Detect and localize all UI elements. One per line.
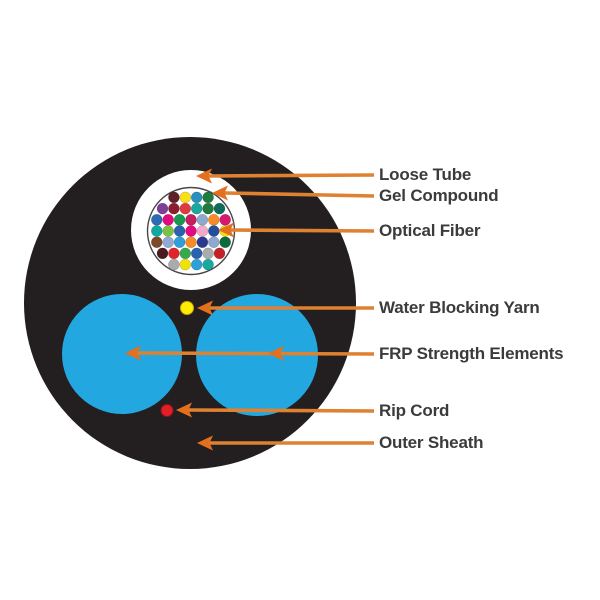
optical-fiber-dot bbox=[179, 202, 192, 215]
optical-fiber-dot bbox=[151, 214, 163, 226]
label-optical-fiber: Optical Fiber bbox=[379, 220, 481, 240]
arrowhead-icon bbox=[196, 168, 212, 184]
optical-fiber-dot bbox=[162, 225, 174, 237]
callout-line-optical-fiber bbox=[230, 228, 375, 233]
optical-fiber-dot bbox=[196, 225, 209, 237]
optical-fiber-dot bbox=[179, 247, 192, 260]
optical-fiber-dot bbox=[213, 247, 226, 260]
optical-fiber-dot bbox=[202, 247, 214, 260]
optical-fiber-dot bbox=[162, 214, 174, 226]
label-frp-strength-elements: FRP Strength Elements bbox=[379, 343, 564, 363]
optical-fiber-dot bbox=[196, 214, 209, 226]
optical-fiber-dot bbox=[185, 225, 197, 237]
arrowhead-icon bbox=[212, 185, 228, 201]
label-rip-cord: Rip Cord bbox=[379, 400, 450, 420]
optical-fiber-dot bbox=[156, 202, 169, 215]
optical-fiber-dot bbox=[179, 258, 192, 271]
optical-fiber-dot bbox=[173, 214, 186, 226]
optical-fiber-dot bbox=[208, 225, 220, 237]
callout-line-loose-tube bbox=[208, 173, 375, 178]
optical-fiber-dot bbox=[168, 258, 180, 271]
optical-fiber-dot bbox=[162, 236, 174, 248]
optical-fiber-dot bbox=[190, 191, 203, 204]
arrowhead-icon bbox=[268, 345, 284, 361]
rip-cord-dot bbox=[160, 404, 174, 417]
optical-fiber-dot bbox=[185, 214, 197, 226]
optical-fiber-dot bbox=[196, 236, 209, 248]
optical-fiber-dot bbox=[208, 236, 220, 248]
arrowhead-icon bbox=[176, 402, 192, 418]
label-gel-compound: Gel Compound bbox=[379, 185, 499, 205]
label-loose-tube: Loose Tube bbox=[379, 164, 472, 184]
optical-fiber-dot bbox=[208, 214, 220, 226]
optical-fiber-dot bbox=[219, 236, 231, 248]
optical-fiber-dot bbox=[151, 236, 163, 248]
optical-fiber-dot bbox=[202, 258, 214, 271]
callout-arrows-layer bbox=[125, 168, 375, 451]
optical-fiber-dot bbox=[202, 191, 214, 204]
optical-fiber-dot bbox=[219, 214, 231, 226]
optical-fiber-dot bbox=[190, 202, 203, 215]
optical-fiber-dot bbox=[190, 247, 203, 260]
optical-fiber-dot bbox=[202, 202, 214, 215]
frp-strength-element-circle bbox=[62, 294, 182, 414]
water-blocking-yarn-dot bbox=[180, 301, 194, 315]
optical-fiber-dot bbox=[173, 236, 186, 248]
optical-fiber-dot bbox=[173, 225, 186, 237]
optical-fiber-dot bbox=[168, 202, 180, 215]
callout-line-rip-cord bbox=[188, 408, 375, 413]
optical-fiber-dot bbox=[185, 236, 197, 248]
optical-fiber-dot bbox=[151, 225, 163, 237]
optical-fiber-dot bbox=[179, 191, 192, 204]
optical-fiber-dot bbox=[168, 191, 180, 204]
arrowhead-icon bbox=[197, 435, 213, 451]
arrowhead-icon bbox=[218, 222, 234, 238]
label-outer-sheath: Outer Sheath bbox=[379, 432, 484, 452]
label-water-blocking-yarn: Water Blocking Yarn bbox=[379, 297, 540, 317]
arrowhead-icon bbox=[125, 345, 141, 361]
callout-line-gel-compound bbox=[224, 191, 375, 198]
small-elements-layer bbox=[160, 301, 194, 417]
callout-line-frp-strength-elements bbox=[137, 351, 375, 356]
optical-fiber-dot bbox=[168, 247, 180, 260]
optical-fiber-dot bbox=[213, 202, 226, 215]
arrowhead-icon bbox=[197, 300, 213, 316]
optical-fiber-dot bbox=[190, 258, 203, 271]
optical-fiber-dot bbox=[156, 247, 169, 260]
